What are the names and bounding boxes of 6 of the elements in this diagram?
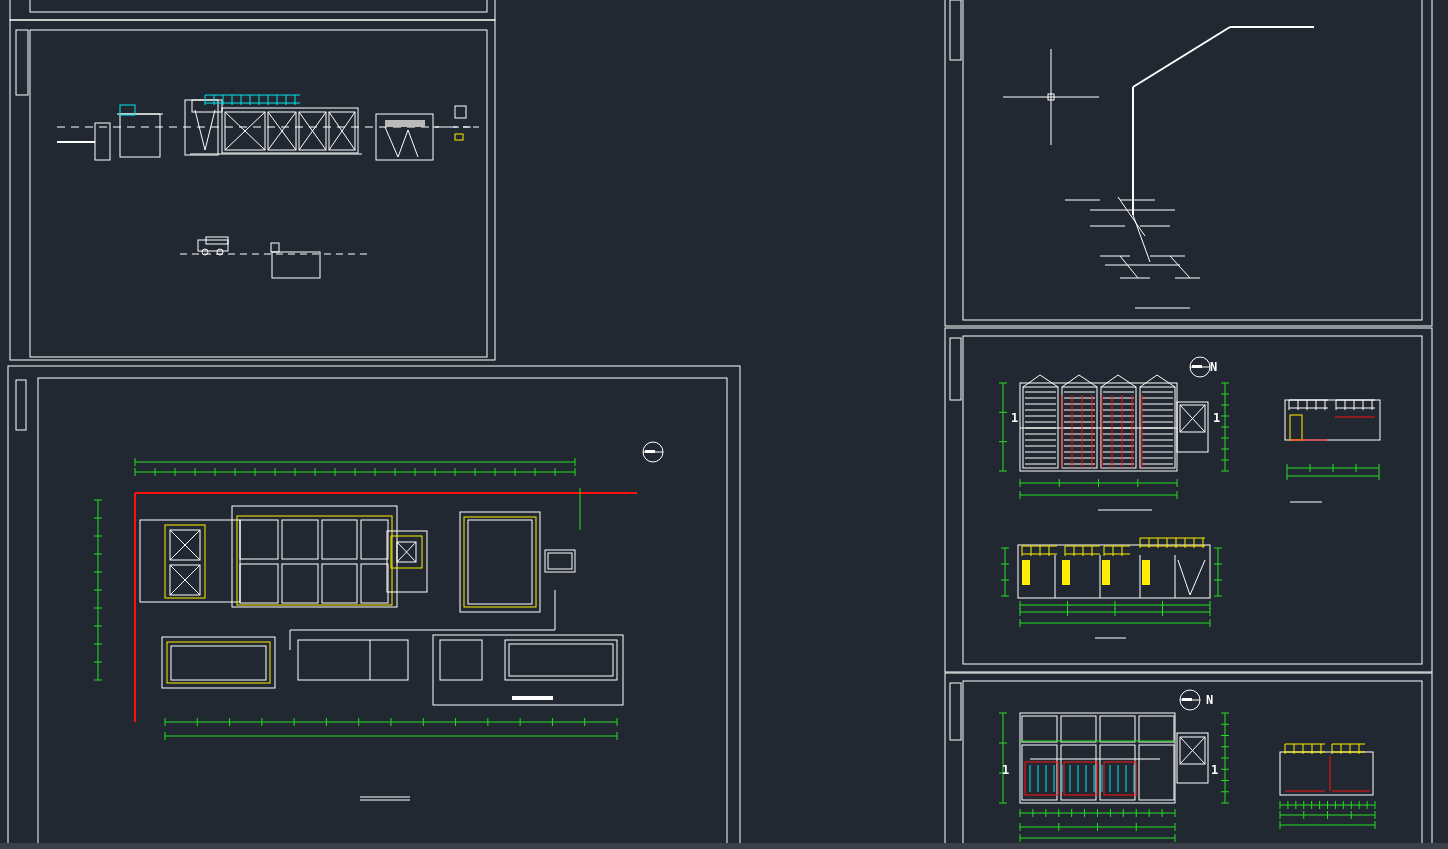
section-mark: 1 xyxy=(1213,412,1221,424)
section-mark: 1 xyxy=(1211,764,1219,776)
north-arrow-label: N xyxy=(1206,694,1214,706)
section-mark: 1 xyxy=(1011,412,1019,424)
section-mark: 1 xyxy=(1002,764,1010,776)
north-arrow-label: N xyxy=(1210,361,1218,373)
